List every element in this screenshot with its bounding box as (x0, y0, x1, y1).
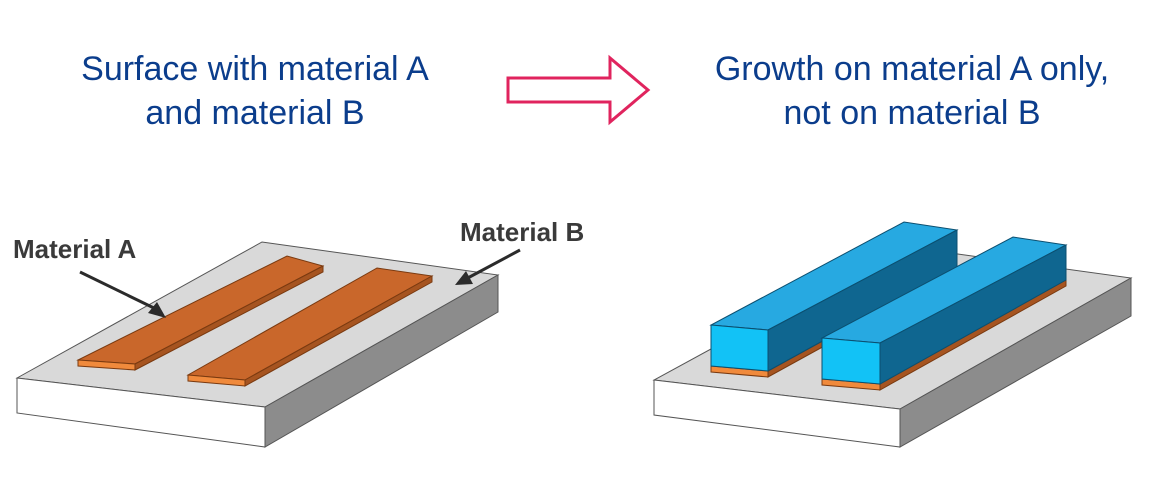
material-a-strip-left-1 (76, 255, 325, 371)
left-caption: Surface with material A and material B (81, 50, 429, 132)
right-caption: Growth on material A only, not on materi… (715, 50, 1109, 132)
left-substrate-side (264, 274, 499, 448)
growth-block-2 (820, 236, 1068, 391)
material-b-pointer-arrow-icon (455, 248, 521, 285)
material-b-label: Material B (460, 217, 584, 247)
left-caption-line1: Surface with material A (81, 50, 429, 88)
material-a-strip-left-2 (186, 267, 434, 387)
material-a-pointer-arrow-icon (79, 270, 166, 318)
right-substrate-side (899, 277, 1132, 448)
material-a-label: Material A (13, 234, 137, 264)
left-caption-line2: and material B (145, 94, 364, 132)
transition-arrow-icon (506, 54, 651, 126)
right-caption-line1: Growth on material A only, (715, 50, 1109, 88)
right-caption-line2: not on material B (783, 94, 1040, 132)
